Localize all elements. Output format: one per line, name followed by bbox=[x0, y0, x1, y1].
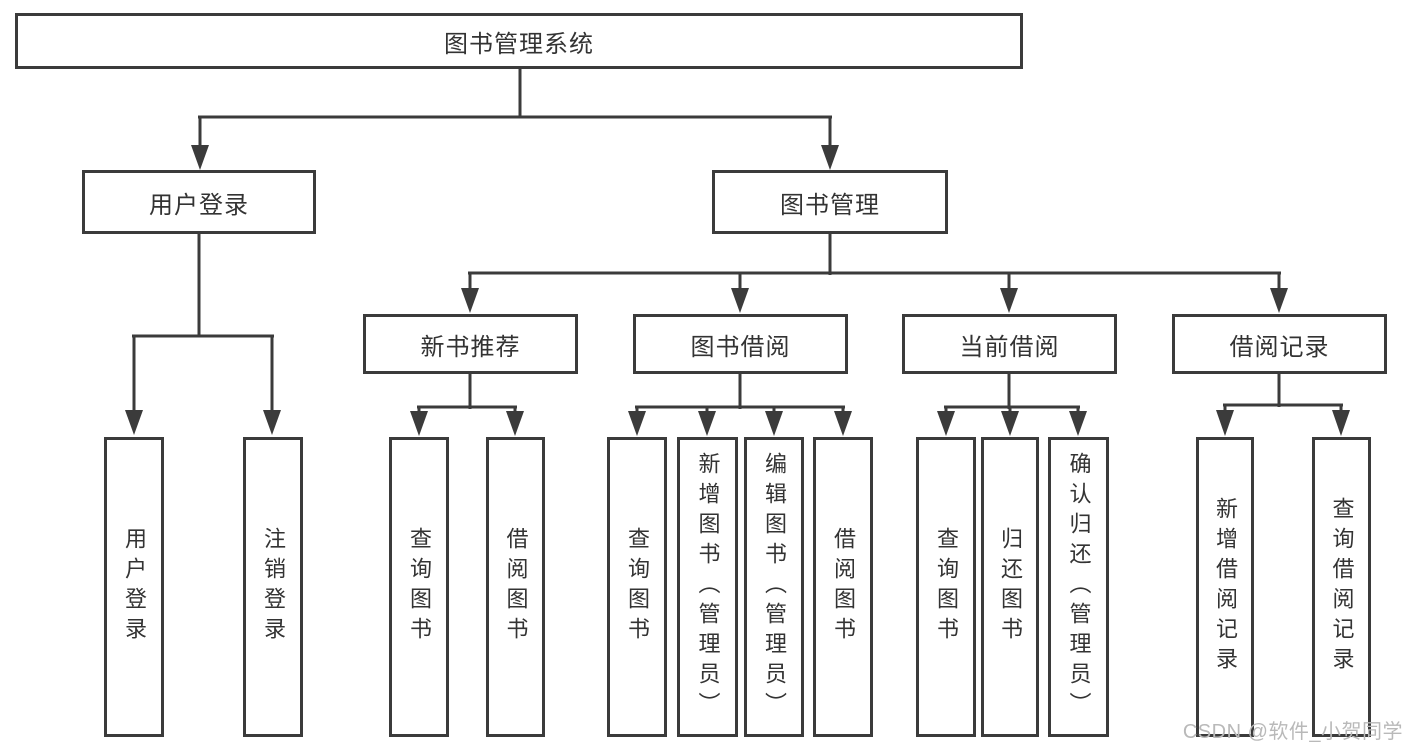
connector-records-children bbox=[1216, 374, 1350, 436]
node-leaf-query-borrow-record: 查询借阅记录 bbox=[1312, 437, 1371, 737]
node-label: 查询图书 bbox=[625, 527, 650, 647]
node-book-borrowing: 图书借阅 bbox=[633, 314, 848, 374]
node-label: 确认归还（管理员） bbox=[1066, 452, 1092, 722]
watermark: CSDN @软件_小贺同学 bbox=[1182, 721, 1403, 743]
node-leaf-query-books-current: 查询图书 bbox=[916, 437, 976, 737]
connector-login-children bbox=[125, 234, 281, 435]
node-label: 用户登录 bbox=[149, 191, 249, 219]
node-leaf-edit-book-admin: 编辑图书（管理员） bbox=[744, 437, 804, 737]
connector-management-level3 bbox=[461, 234, 1288, 313]
node-label: 图书管理 bbox=[780, 191, 880, 219]
node-leaf-query-books-borrowing: 查询图书 bbox=[607, 437, 667, 737]
node-label: 编辑图书（管理员） bbox=[762, 452, 787, 722]
node-label: 新书推荐 bbox=[420, 333, 521, 361]
node-leaf-logout: 注销登录 bbox=[243, 437, 303, 737]
node-label: 当前借阅 bbox=[959, 333, 1060, 361]
node-label: 借阅图书 bbox=[831, 527, 856, 647]
node-label: 新增图书（管理员） bbox=[695, 452, 721, 722]
node-root: 图书管理系统 bbox=[15, 13, 1023, 69]
node-label: 借阅记录 bbox=[1229, 333, 1330, 361]
node-leaf-borrow-books-recommend: 借阅图书 bbox=[486, 437, 545, 737]
node-label: 注销登录 bbox=[261, 527, 286, 647]
connector-currentborrow-children bbox=[937, 374, 1087, 436]
node-leaf-add-borrow-record: 新增借阅记录 bbox=[1196, 437, 1254, 737]
node-label: 查询借阅记录 bbox=[1329, 497, 1355, 677]
node-label: 查询图书 bbox=[934, 527, 959, 647]
node-leaf-user-login: 用户登录 bbox=[104, 437, 164, 737]
node-leaf-confirm-return-admin: 确认归还（管理员） bbox=[1048, 437, 1109, 737]
node-label: 新增借阅记录 bbox=[1213, 497, 1238, 677]
node-new-book-recommend: 新书推荐 bbox=[363, 314, 578, 374]
node-label: 用户登录 bbox=[122, 527, 147, 647]
node-current-borrowing: 当前借阅 bbox=[902, 314, 1117, 374]
node-borrowing-records: 借阅记录 bbox=[1172, 314, 1387, 374]
node-label: 图书管理系统 bbox=[444, 30, 594, 58]
node-leaf-add-book-admin: 新增图书（管理员） bbox=[677, 437, 738, 737]
node-book-management: 图书管理 bbox=[712, 170, 948, 234]
node-label: 归还图书 bbox=[998, 527, 1023, 647]
node-label: 图书借阅 bbox=[690, 333, 791, 361]
node-label: 查询图书 bbox=[407, 527, 432, 647]
node-user-login: 用户登录 bbox=[82, 170, 316, 234]
connector-bookborrow-children bbox=[628, 374, 852, 436]
connector-newbook-children bbox=[410, 374, 524, 436]
node-leaf-query-books-recommend: 查询图书 bbox=[389, 437, 449, 737]
node-leaf-return-book: 归还图书 bbox=[981, 437, 1039, 737]
connector-root-level2 bbox=[191, 69, 839, 170]
node-leaf-borrow-books-borrowing: 借阅图书 bbox=[813, 437, 873, 737]
node-label: 借阅图书 bbox=[503, 527, 529, 647]
